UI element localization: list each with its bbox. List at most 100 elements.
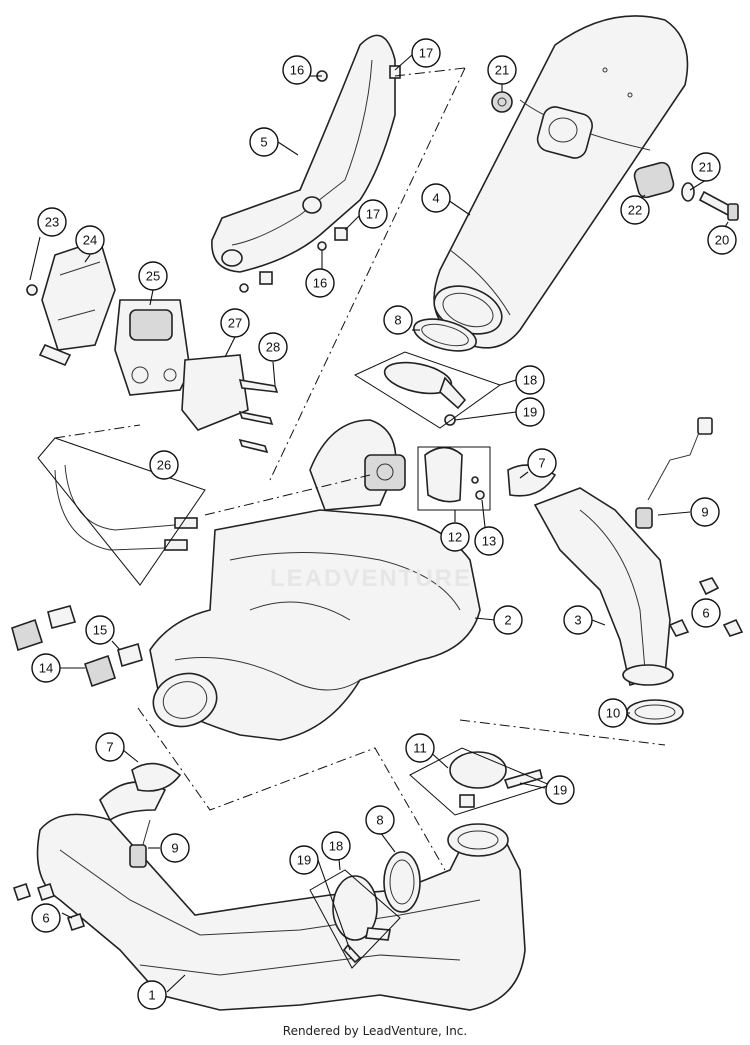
callout-label-27: 27 <box>228 316 242 331</box>
part-mid-clamp <box>449 751 543 808</box>
callout-leaders <box>29 54 729 993</box>
callout-label-1: 1 <box>148 988 155 1003</box>
callout-label-18-lower: 18 <box>329 839 343 854</box>
callout-9-upper: 9 <box>690 497 720 527</box>
callout-18-lower: 18 <box>321 831 351 861</box>
callout-7-left: 7 <box>95 732 125 762</box>
callout-15: 15 <box>85 615 115 645</box>
callout-19-lower: 19 <box>289 845 319 875</box>
callout-label-9-upper: 9 <box>701 505 708 520</box>
callout-28: 28 <box>258 332 288 362</box>
callout-26: 26 <box>149 450 179 480</box>
dashed-line-rear <box>459 719 666 746</box>
callout-label-8-upper: 8 <box>394 313 401 328</box>
callout-1: 1 <box>137 980 167 1010</box>
part-rear-header <box>507 417 713 687</box>
callout-17-top: 17 <box>411 38 441 68</box>
callout-label-23: 23 <box>45 215 59 230</box>
part-screws-heat-shield <box>239 65 401 293</box>
callout-label-10: 10 <box>606 706 620 721</box>
part-exhaust-valve-actuator <box>26 238 279 454</box>
callout-label-3: 3 <box>574 613 581 628</box>
callout-label-13: 13 <box>482 534 496 549</box>
callout-19-upper: 19 <box>515 397 545 427</box>
callout-label-26: 26 <box>157 458 171 473</box>
part-muffler-mount-hardware <box>491 91 739 221</box>
group-box-12 <box>417 446 491 511</box>
callout-5: 5 <box>249 127 279 157</box>
callout-label-24: 24 <box>83 233 97 248</box>
part-gasket-ring <box>626 699 684 725</box>
callout-2: 2 <box>493 605 523 635</box>
callout-23: 23 <box>37 207 67 237</box>
callout-19-mid: 19 <box>545 775 575 805</box>
callout-label-14: 14 <box>39 661 53 676</box>
part-lower-seal-clamp <box>332 851 421 964</box>
callout-25: 25 <box>138 261 168 291</box>
callout-label-21-right: 21 <box>699 160 713 175</box>
dashed-line-front <box>137 707 446 871</box>
callout-20: 20 <box>707 225 737 255</box>
callout-label-16-top: 16 <box>290 63 304 78</box>
group-box-26 <box>37 437 206 586</box>
callout-label-11: 11 <box>413 741 427 756</box>
callout-27: 27 <box>220 308 250 338</box>
callout-16-top: 16 <box>282 55 312 85</box>
callout-label-21-top: 21 <box>495 63 509 78</box>
part-front-header <box>36 781 526 1011</box>
callout-label-6-right: 6 <box>702 606 709 621</box>
watermark-logo: LEADVENTURE <box>270 565 472 592</box>
callout-22: 22 <box>620 195 650 225</box>
callout-11: 11 <box>405 733 435 763</box>
dashed-line-26 <box>54 424 141 439</box>
callout-6-left: 6 <box>31 903 61 933</box>
callout-13: 13 <box>474 526 504 556</box>
callout-9-lower: 9 <box>160 833 190 863</box>
part-nuts-left <box>12 882 86 932</box>
dashed-line-17 <box>394 67 466 77</box>
callout-14: 14 <box>31 653 61 683</box>
callout-21-top: 21 <box>487 55 517 85</box>
callout-4: 4 <box>421 183 451 213</box>
callout-label-6-left: 6 <box>42 911 49 926</box>
callout-label-9-lower: 9 <box>171 841 178 856</box>
callout-3: 3 <box>563 605 593 635</box>
callout-24: 24 <box>75 225 105 255</box>
callout-label-7-right: 7 <box>538 456 545 471</box>
callout-label-12: 12 <box>448 530 462 545</box>
dashed-line-cable <box>204 474 371 516</box>
callout-16-mid: 16 <box>305 268 335 298</box>
callout-label-28: 28 <box>266 340 280 355</box>
dashed-line-heat-shield <box>269 67 466 481</box>
callout-17-mid: 17 <box>358 199 388 229</box>
callout-label-25: 25 <box>146 269 160 284</box>
callout-12: 12 <box>440 522 470 552</box>
callout-label-19-lower: 19 <box>297 853 311 868</box>
footer-credit: Rendered by LeadVenture, Inc. <box>282 1024 468 1038</box>
callout-6-right: 6 <box>691 598 721 628</box>
part-nuts-right <box>668 577 744 637</box>
callout-label-4: 4 <box>432 191 439 206</box>
part-small-heat-shield <box>424 446 485 503</box>
callout-label-5: 5 <box>260 135 267 150</box>
callout-label-18-upper: 18 <box>523 373 537 388</box>
callout-label-19-mid: 19 <box>553 783 567 798</box>
callout-label-20: 20 <box>715 233 729 248</box>
callout-8-upper: 8 <box>383 305 413 335</box>
part-pre-muffler <box>149 419 481 741</box>
callout-21-right: 21 <box>691 152 721 182</box>
callout-10: 10 <box>598 698 628 728</box>
callout-label-19-upper: 19 <box>523 405 537 420</box>
callout-18-upper: 18 <box>515 365 545 395</box>
callout-7-right: 7 <box>527 448 557 478</box>
callout-label-15: 15 <box>93 623 107 638</box>
callout-label-22: 22 <box>628 203 642 218</box>
callout-label-16-mid: 16 <box>313 276 327 291</box>
callout-label-2: 2 <box>504 613 511 628</box>
callout-8-lower: 8 <box>365 805 395 835</box>
part-front-gasket <box>131 762 182 792</box>
part-heat-shield <box>211 34 396 273</box>
part-caps-plugs <box>11 605 143 688</box>
callout-label-17-top: 17 <box>419 46 433 61</box>
